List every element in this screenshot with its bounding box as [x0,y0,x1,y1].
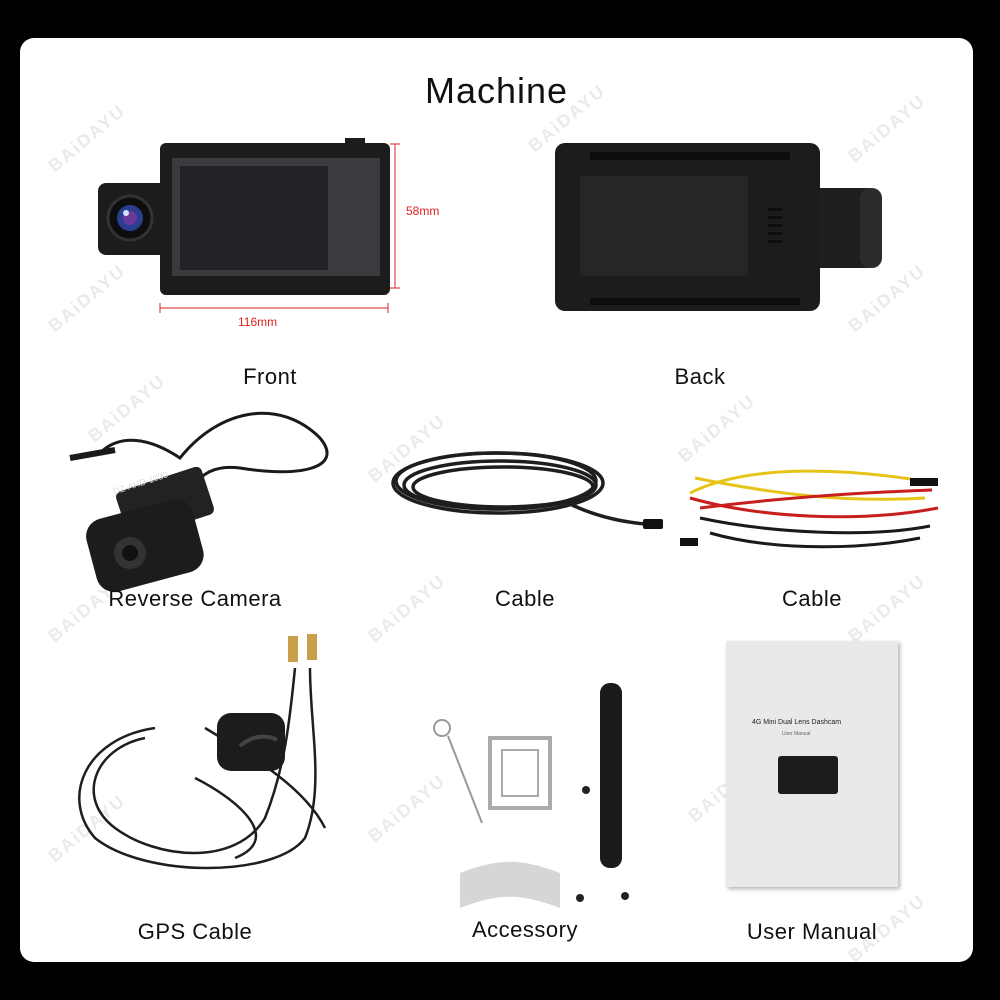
cable-label: Cable [495,586,555,611]
reverse-camera-image [69,411,329,592]
height-dimension: 58mm [406,204,440,218]
accessory-label: Accessory [472,917,578,942]
width-dimension: 116mm [238,315,278,329]
product-card: BAiDAYU BAiDAYU BAiDAYU BAiDAYU BAiDAYU … [20,38,973,962]
manual-device-photo [778,756,838,794]
reverse-camera-label: Reverse Camera [108,586,282,611]
manual-title: 4G Mini Dual Lens Dashcam [752,719,842,726]
dimension-lines [159,143,400,313]
gps-cable-image [78,634,327,870]
hardwire-cable-label: Cable [782,586,842,611]
user-manual-label: User Manual [746,919,878,944]
dashcam-back-image [555,143,882,311]
sim-pin [433,719,483,824]
front-label: Front [243,364,297,389]
cable-image [391,451,663,529]
gps-cable-label: GPS Cable [137,919,253,944]
hardwire-cable-image [680,469,939,549]
manual-subtitle: User Manual [782,731,811,737]
accessory-image [433,683,629,908]
dashcam-front-image [98,138,390,295]
back-label: Back [674,364,726,389]
watermark: BAiDAYU [364,570,450,647]
page-title: Machine [424,70,569,111]
user-manual-image: 4G Mini Dual Lens Dashcam User Manual [726,641,898,887]
